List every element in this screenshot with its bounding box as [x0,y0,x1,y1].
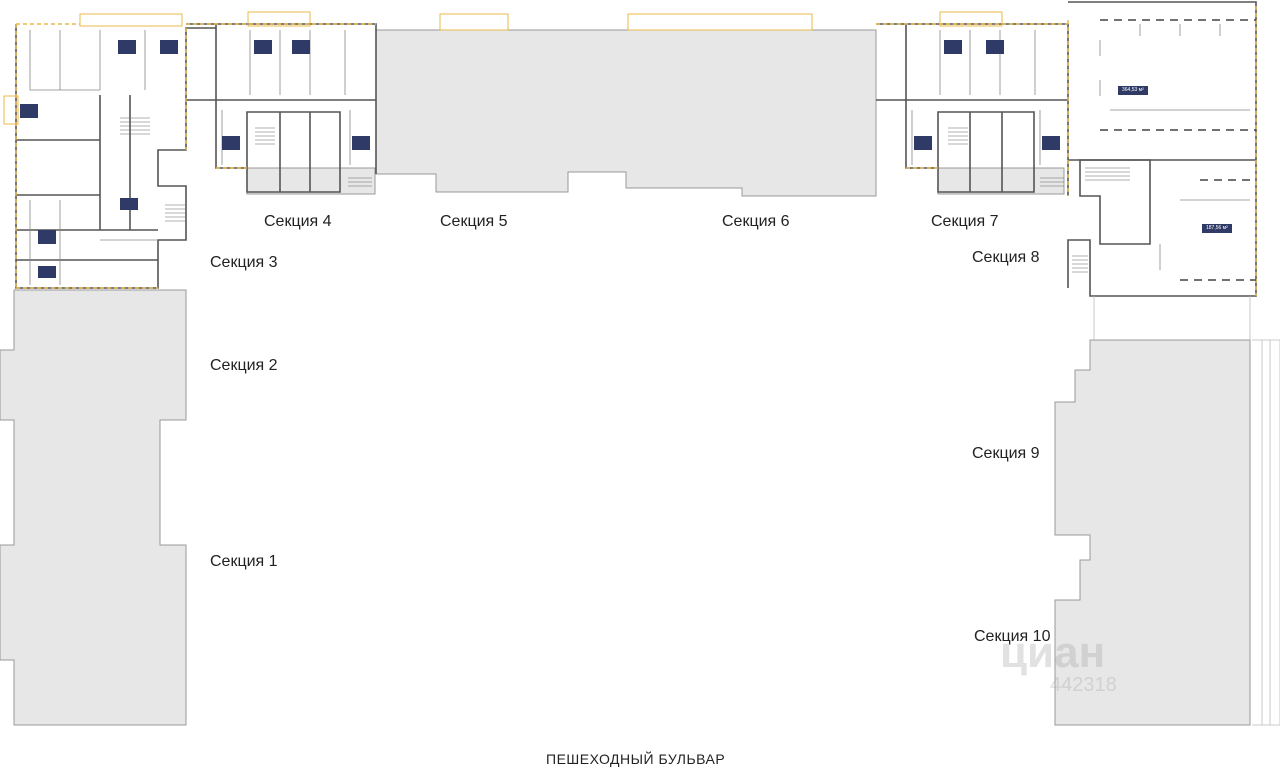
watermark-id: 442318 [1050,674,1117,696]
apartment-tag [352,136,370,150]
street-label: ПЕШЕХОДНЫЙ БУЛЬВАР [546,751,726,767]
section-3-corridor [16,95,158,261]
commercial-area-tag: 187,56 м² [1202,224,1232,233]
apartment-tag [914,136,932,150]
apartment-tag [986,40,1004,54]
apartment-tag [38,266,56,278]
section-3-label: Секция 3 [210,254,278,271]
section-9-10-block [1054,339,1251,726]
section-7-core [937,111,1035,193]
facade-accents [15,6,1257,296]
section-8-core [1079,159,1151,245]
section-5-6-block [375,29,877,197]
section-10-label: Секция 10 [974,628,1051,645]
section-1-2-block [0,289,187,726]
section-9-label: Секция 9 [972,445,1040,462]
commercial-area-tag: 364,53 м² [1118,86,1148,95]
core-patch-7 [937,167,1065,195]
apartment-tag [160,40,178,54]
apartment-tag [222,136,240,150]
balconies [3,11,1003,125]
section-8-outline [1067,1,1257,297]
section-1-label: Секция 1 [210,553,278,570]
massing-blocks [0,29,1251,726]
apartment-tag [38,230,56,244]
section-4-core [246,111,341,193]
section-2-label: Секция 2 [210,357,278,374]
section-4-outline [186,23,377,174]
watermark-logo: циан [1000,628,1106,677]
thin-edges [1093,296,1280,726]
core-patch-4 [246,167,376,195]
apartment-tag [944,40,962,54]
section-5-label: Секция 5 [440,213,508,230]
stairs [120,117,1130,273]
section-6-label: Секция 6 [722,213,790,230]
section-4-label: Секция 4 [264,213,332,230]
apartment-tag [118,40,136,54]
section-8-columns [1100,19,1256,281]
section-8-label: Секция 8 [972,249,1040,266]
apartment-tag [1042,136,1060,150]
apartment-tag [120,198,138,210]
apartment-tag [254,40,272,54]
apartment-tag [292,40,310,54]
apartment-tag [20,104,38,118]
section-7-label: Секция 7 [931,213,999,230]
